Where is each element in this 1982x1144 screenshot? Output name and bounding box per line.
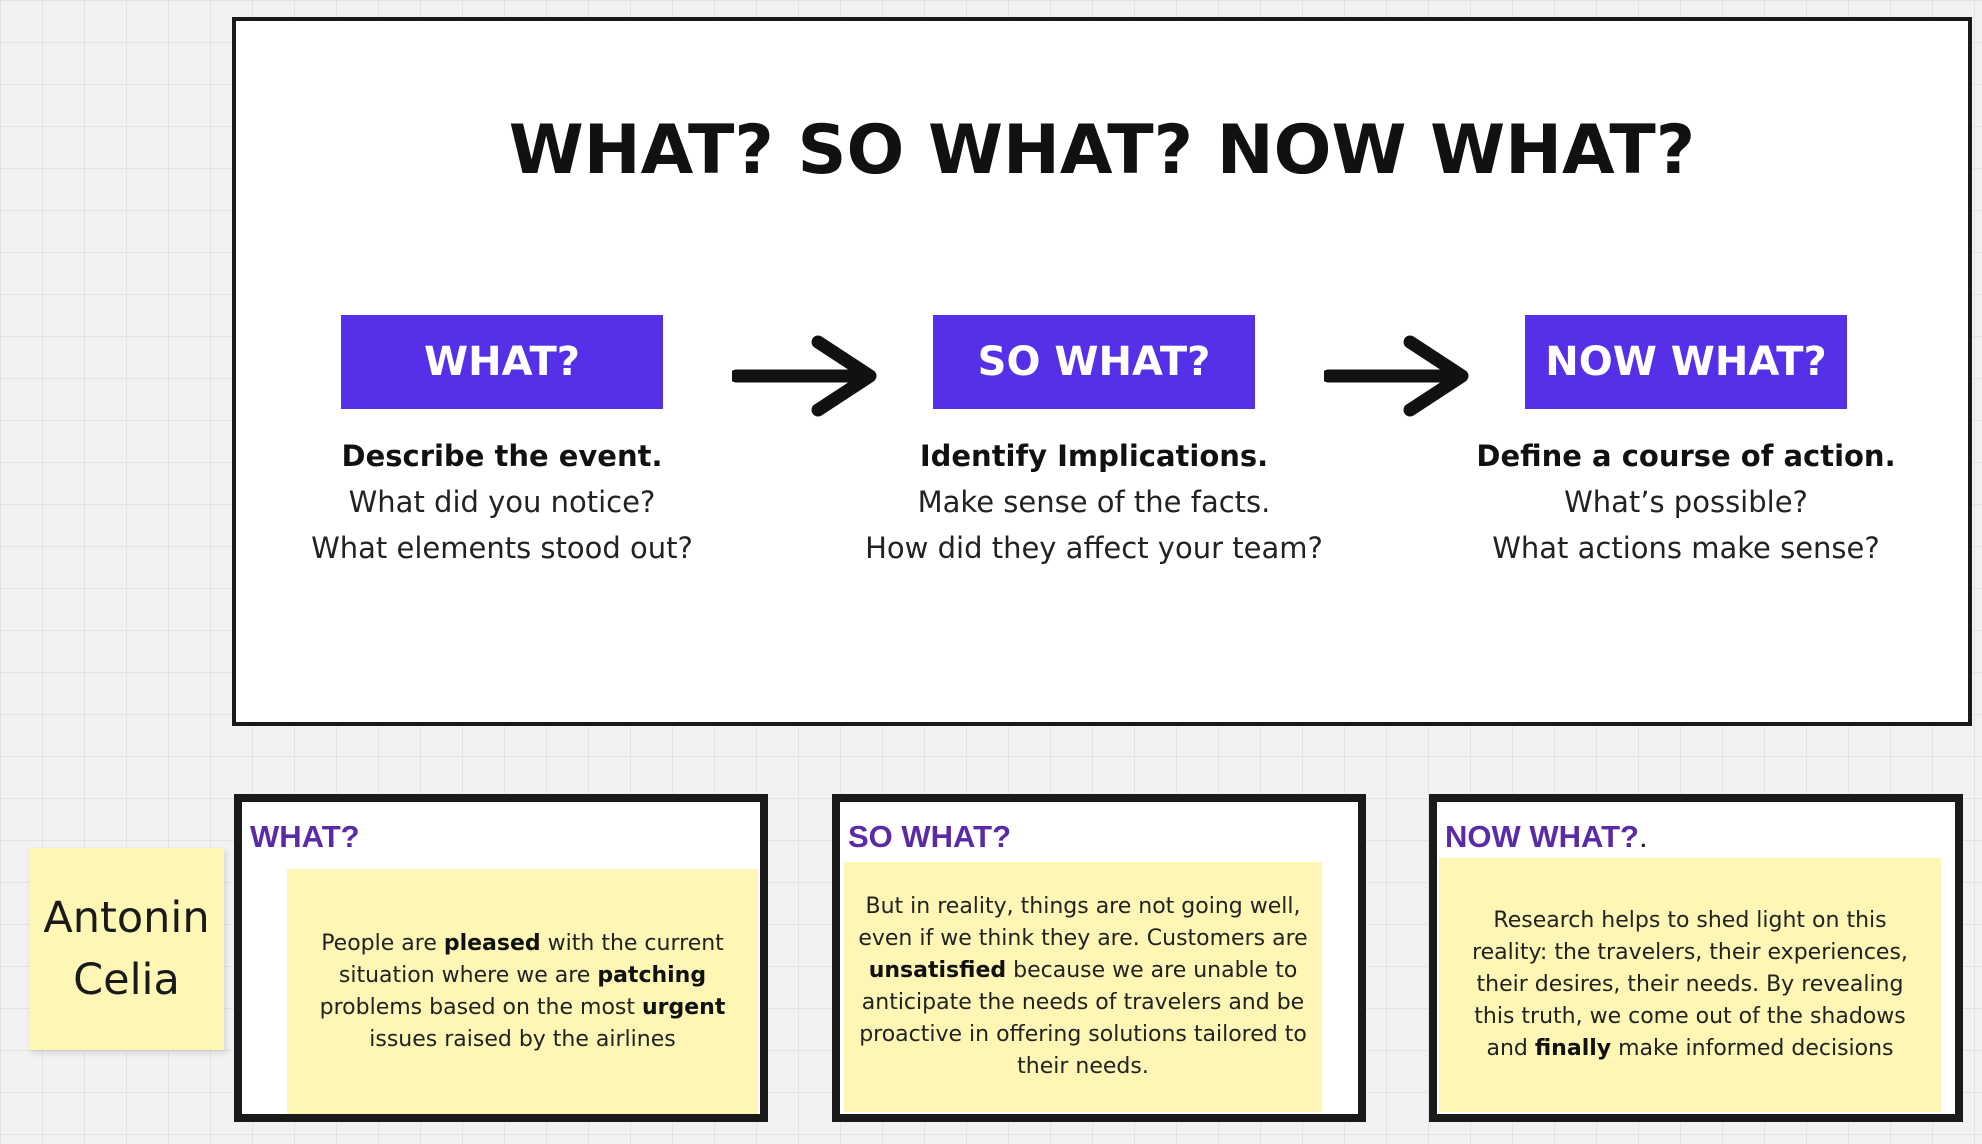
emphasis-text: finally [1534,1036,1612,1061]
step-label-so-what: SO WHAT? [933,315,1255,409]
card-title-so-what: SO WHAT? [848,819,1011,855]
body-text: People are [321,930,444,956]
body-text: because we are unable to anticipate the … [859,958,1307,1079]
emphasis-text: unsatisfied [868,958,1007,983]
sticky-note-text: People are pleased with the current situ… [301,928,744,1056]
card-what[interactable]: WHAT? People are pleased with the curren… [234,794,768,1122]
frame-title: WHAT? SO WHAT? NOW WHAT? [508,111,1696,190]
step-line-what-1: What did you notice? [348,485,656,519]
step-label-now-what: NOW WHAT? [1525,315,1847,409]
step-so-what: SO WHAT? Identify Implications. Make sen… [854,315,1334,571]
step-line-now-what-1: What’s possible? [1564,485,1808,519]
card-so-what[interactable]: SO WHAT? But in reality, things are not … [832,794,1366,1122]
sticky-note-what[interactable]: People are pleased with the current situ… [287,869,758,1114]
right-arrow-icon [1324,335,1469,417]
body-text: Research helps to shed light on this rea… [1472,908,1908,1061]
step-line-so-what-2: How did they affect your team? [865,531,1323,565]
sticky-note-names[interactable]: Antonin Celia [29,848,224,1050]
framework-frame[interactable]: WHAT? SO WHAT? NOW WHAT? WHAT? Describe … [232,17,1972,726]
card-title-suffix: . [1638,819,1648,854]
card-title-text: NOW WHAT? [1445,819,1639,854]
step-label-what: WHAT? [341,315,663,409]
emphasis-text: patching [597,962,707,988]
body-text: problems based on the most [319,994,642,1020]
sticky-name-2: Celia [73,955,180,1005]
emphasis-text: urgent [642,994,726,1020]
step-what: WHAT? Describe the event. What did you n… [262,315,742,571]
step-heading-what: Describe the event. [341,439,663,473]
body-text: with the current situation where we are [338,930,724,988]
card-title-text: WHAT? [250,819,360,854]
card-now-what[interactable]: NOW WHAT?. Research helps to shed light … [1429,794,1963,1122]
step-heading-now-what: Define a course of action. [1476,439,1896,473]
step-heading-so-what: Identify Implications. [919,439,1269,473]
sticky-note-so-what[interactable]: But in reality, things are not going wel… [844,862,1322,1112]
step-now-what: NOW WHAT? Define a course of action. Wha… [1446,315,1926,571]
step-line-what-2: What elements stood out? [311,531,693,565]
right-arrow-icon [732,335,877,417]
card-title-now-what: NOW WHAT?. [1445,819,1648,855]
sticky-note-now-what[interactable]: Research helps to shed light on this rea… [1439,858,1941,1112]
body-text: But in reality, things are not going wel… [858,894,1308,951]
card-title-what: WHAT? [250,819,360,855]
step-line-so-what-1: Make sense of the facts. [917,485,1271,519]
emphasis-text: pleased [443,930,541,956]
sticky-name-1: Antonin [43,893,210,943]
sticky-note-text: But in reality, things are not going wel… [858,891,1308,1083]
sticky-note-text: Research helps to shed light on this rea… [1453,905,1927,1065]
body-text: issues raised by the airlines [369,1026,676,1052]
body-text: make informed decisions [1611,1036,1894,1061]
step-line-now-what-2: What actions make sense? [1492,531,1880,565]
card-title-text: SO WHAT? [848,819,1012,854]
